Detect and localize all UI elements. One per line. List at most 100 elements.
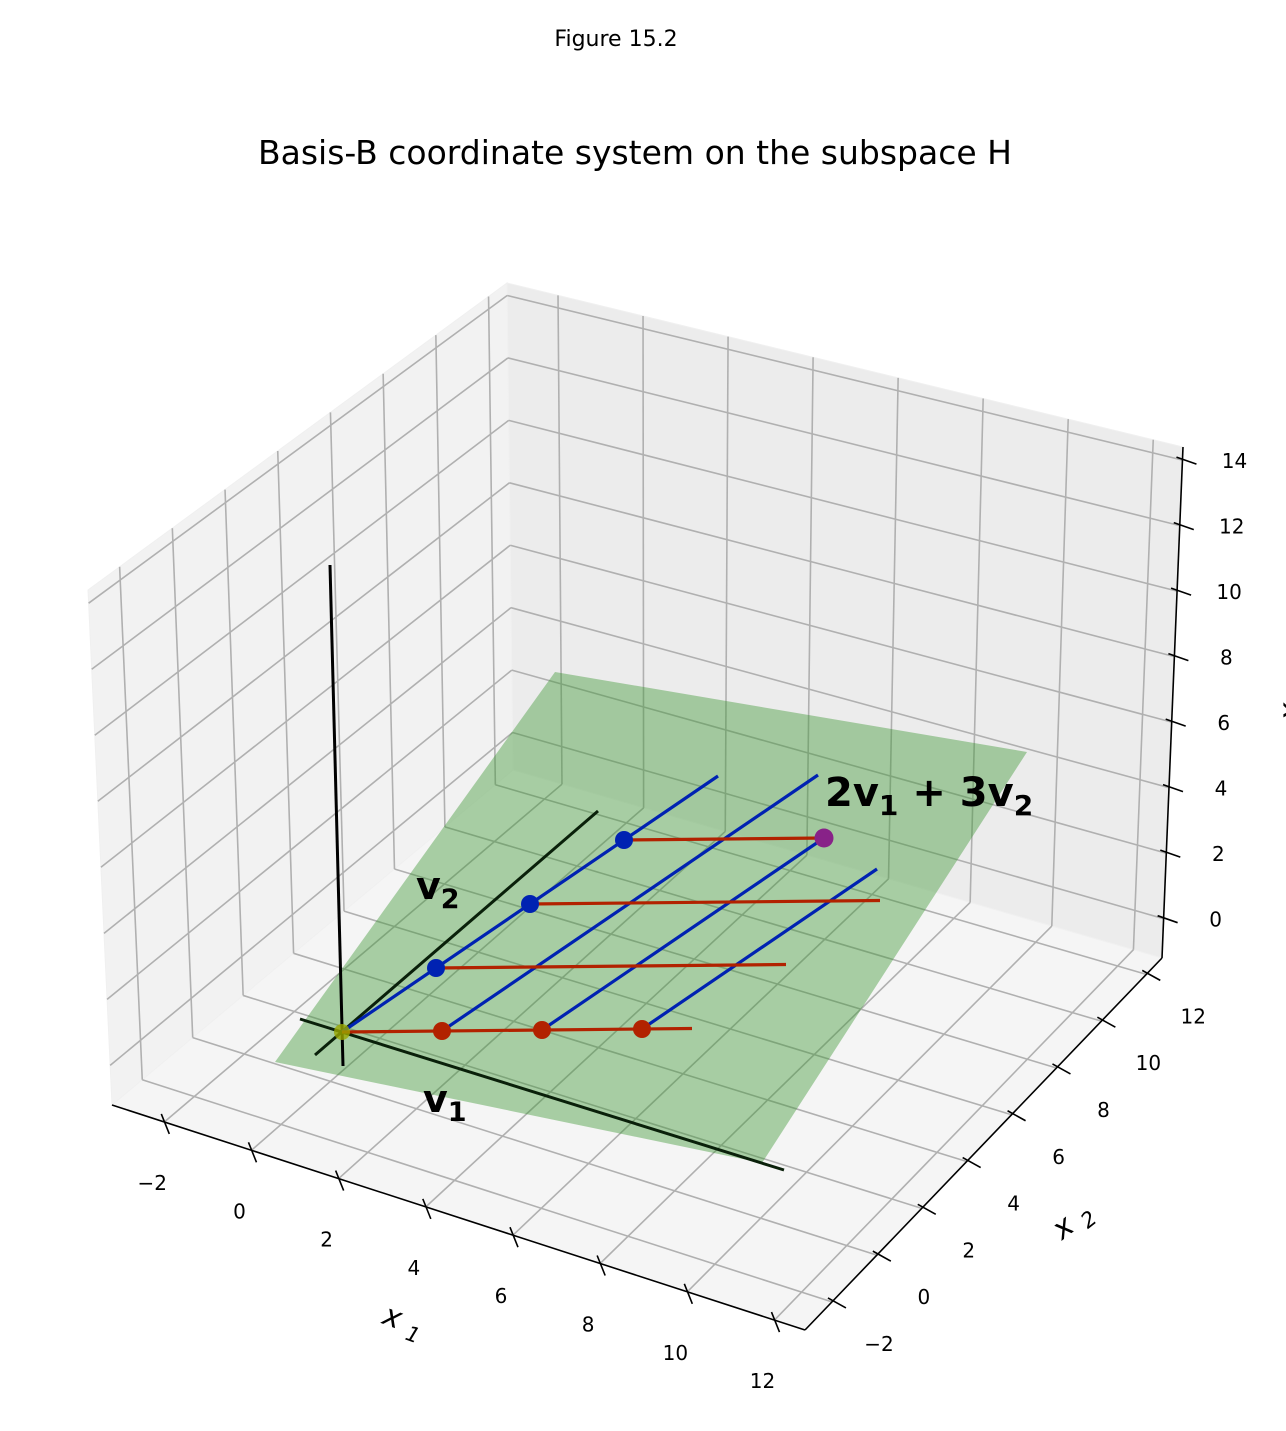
gridline — [435, 335, 446, 827]
v1-multiple-point — [633, 1020, 651, 1038]
gridline — [487, 296, 497, 785]
axis-label-subscript: 1 — [402, 1321, 423, 1348]
v2-direction-line — [541, 836, 825, 1032]
target-v2: v — [988, 770, 1014, 816]
v1-direction-line — [529, 898, 881, 906]
x-tick — [509, 1226, 519, 1248]
z-tick — [1176, 456, 1197, 465]
x-tick — [770, 1311, 781, 1333]
subspace-plane — [275, 672, 1027, 1163]
y-tick — [1141, 969, 1161, 982]
gridline — [495, 783, 1147, 976]
gridline — [118, 566, 144, 1080]
v2-label-main: v — [416, 864, 441, 908]
v2-multiple-point — [615, 831, 633, 849]
target-label: 2v1 + 3v2 — [825, 770, 1033, 822]
z-tick — [1165, 718, 1186, 727]
gridline — [506, 294, 1183, 461]
z-tick — [1170, 587, 1192, 596]
z-tick — [1173, 521, 1195, 531]
gridline — [773, 949, 1135, 1321]
x-axis-label: x 1 — [376, 1297, 429, 1348]
target-sub2: 2 — [1014, 789, 1033, 822]
y-tick — [872, 1250, 892, 1262]
x-tick — [422, 1198, 432, 1220]
x-axis-label-text: x — [377, 1297, 407, 1336]
coordinate-marks — [334, 773, 881, 1040]
v2-multiple-point — [427, 959, 445, 977]
gridline — [109, 731, 514, 1067]
gridline — [103, 607, 512, 934]
gridline — [163, 783, 563, 1123]
x-tick — [160, 1113, 171, 1135]
x-tick-label: 8 — [582, 1312, 595, 1336]
y-tick — [1007, 1110, 1026, 1122]
x-tick — [247, 1141, 258, 1163]
v2-span-line — [314, 809, 599, 1057]
z-axis-label-text: x — [1273, 702, 1286, 721]
v1-multiple-point — [533, 1021, 551, 1039]
z-tick-label: 10 — [1216, 580, 1241, 604]
x-tick-label: 0 — [233, 1199, 246, 1223]
gridline — [276, 450, 295, 954]
z-axis-label: x 3 — [1273, 680, 1286, 722]
gridline — [343, 910, 1012, 1116]
v1-label-sub: 1 — [448, 1097, 467, 1128]
v2-multiple-point — [521, 895, 539, 913]
z-tick-label: 12 — [1219, 515, 1244, 539]
gridline — [512, 731, 1164, 920]
z-tick-label: 4 — [1215, 777, 1228, 801]
z-tick — [1160, 849, 1181, 858]
gridlines — [88, 294, 1183, 1321]
gridline — [969, 398, 984, 903]
gridline — [642, 316, 645, 808]
y-tick — [1052, 1063, 1071, 1075]
x-tick-label: 10 — [663, 1341, 688, 1365]
x-tick — [334, 1170, 345, 1191]
gridline — [511, 669, 1167, 854]
y-tick-label: −2 — [864, 1332, 893, 1356]
x-tick-label: 4 — [407, 1256, 420, 1280]
gridline — [142, 1078, 833, 1303]
target-sub1: 1 — [879, 789, 898, 822]
gridline — [557, 295, 563, 785]
y-tick-label: 8 — [1097, 1098, 1110, 1122]
y-tick — [827, 1297, 847, 1309]
gridline — [512, 878, 890, 1236]
y-tick — [962, 1156, 982, 1169]
target-c2: 3 — [960, 770, 988, 816]
y-tick-label: 10 — [1136, 1051, 1161, 1075]
gridline — [1132, 439, 1155, 950]
gridline — [88, 294, 508, 604]
target-plus: + — [898, 770, 959, 816]
gridline — [444, 826, 1102, 1022]
target-point — [814, 828, 834, 848]
z-tick — [1162, 783, 1184, 793]
x-tick-label: 6 — [495, 1284, 508, 1308]
v2-label: v2 — [416, 864, 460, 915]
y-axis-label: x 2 — [1045, 1194, 1102, 1250]
z-tick-label: 6 — [1217, 711, 1230, 735]
gridline — [510, 544, 1172, 723]
x-tick — [683, 1283, 694, 1305]
v2-direction-line — [641, 867, 878, 1031]
v1-direction-line — [623, 836, 825, 842]
gridline — [224, 489, 244, 996]
figure-label: Figure 15.2 — [554, 27, 677, 52]
x-axis-line — [111, 1104, 806, 1331]
z-tick-label: 2 — [1212, 842, 1225, 866]
gridline — [806, 357, 814, 856]
gridline — [394, 868, 1057, 1069]
v2-label-sub: 2 — [441, 884, 460, 915]
chart-title: Basis-B coordinate system on the subspac… — [258, 133, 1012, 172]
z-tick — [1157, 914, 1178, 924]
gridline — [382, 373, 396, 870]
gridline — [510, 606, 1170, 789]
z-tick-label: 14 — [1222, 449, 1247, 473]
v1-label-main: v — [423, 1077, 448, 1121]
gridline — [509, 482, 1175, 658]
y-tick-label: 0 — [917, 1285, 930, 1309]
gridline — [192, 1036, 878, 1256]
target-c1: 2 — [825, 770, 853, 816]
